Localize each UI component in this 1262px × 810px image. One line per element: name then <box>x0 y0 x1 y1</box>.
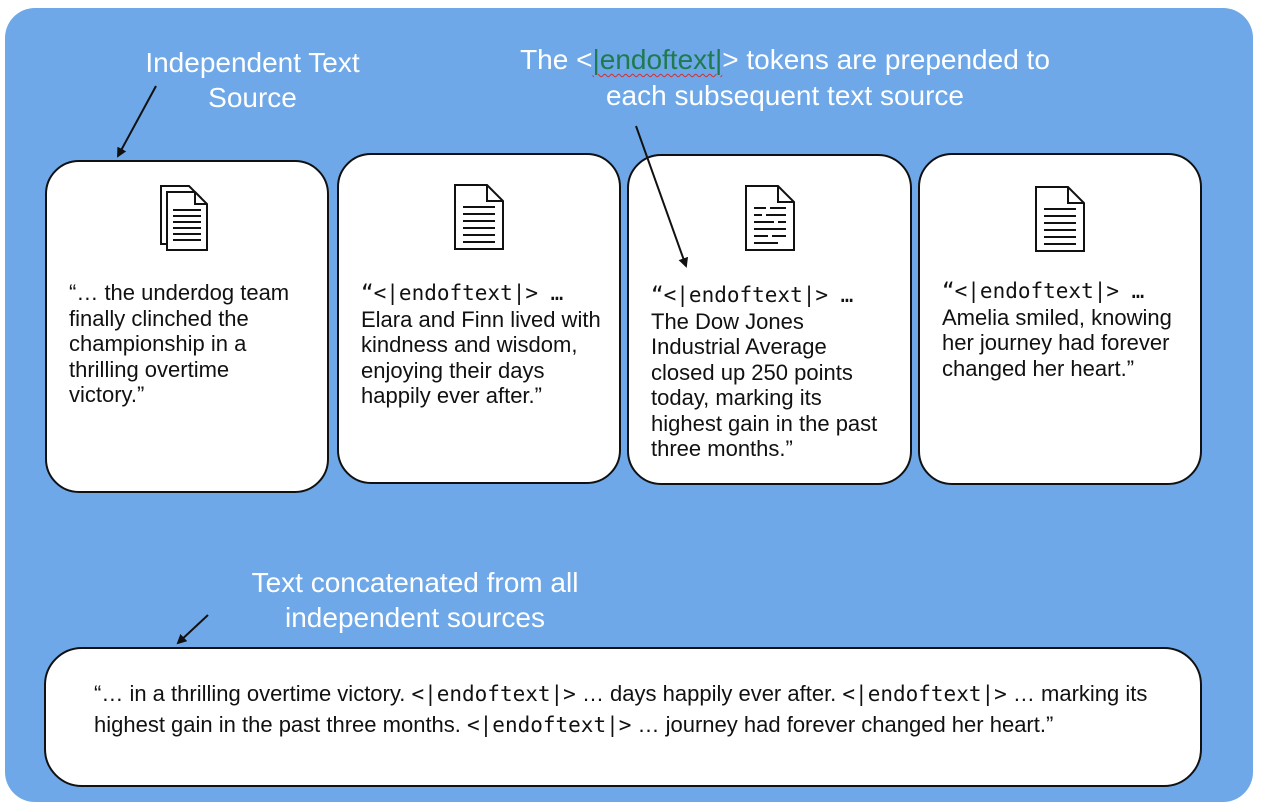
card-3-text: “<|endoftext|> … The Dow Jones Industria… <box>651 283 892 462</box>
card-2-text: “<|endoftext|> … Elara and Finn lived wi… <box>361 281 601 409</box>
card-4-body: Amelia smiled, knowing her journey had f… <box>942 304 1172 381</box>
concat-endoftext-token-3: <|endoftext|> <box>467 712 632 737</box>
concat-endoftext-token-1: <|endoftext|> <box>411 682 576 706</box>
independent-source-label: Independent Text Source <box>145 47 360 113</box>
document-lines-icon <box>742 184 798 257</box>
concatenated-text: “… in a thrilling overtime victory. <|en… <box>94 679 1160 740</box>
concat-part-3: … marking its highest gain in the past t… <box>94 681 1148 737</box>
endoftext-note-suffix: > tokens are prepended to <box>722 44 1050 75</box>
concatenated-text-box: “… in a thrilling overtime victory. <|en… <box>44 647 1202 787</box>
source-card-2: “<|endoftext|> … Elara and Finn lived wi… <box>337 153 621 484</box>
card-4-text: “<|endoftext|> … Amelia smiled, knowing … <box>942 279 1182 381</box>
card-4-endoftext-token: “<|endoftext|> … <box>942 279 1145 303</box>
endoftext-note-line2: each subsequent text source <box>605 80 964 111</box>
card-3-body: The Dow Jones Industrial Average closed … <box>651 308 878 462</box>
source-card-4: “<|endoftext|> … Amelia smiled, knowing … <box>918 153 1202 485</box>
endoftext-note-label: The <|endoftext|> tokens are prepended t… <box>470 42 1100 114</box>
arrow-to-first-card <box>117 85 157 158</box>
concat-endoftext-token-2: <|endoftext|> <box>842 682 1007 706</box>
document-icon <box>451 183 507 256</box>
source-card-1: “… the underdog team finally clinched th… <box>45 160 329 493</box>
concat-part-4: … journey had forever changed her heart.… <box>631 711 1054 737</box>
concat-part-1: “… in a thrilling overtime victory. <box>94 681 412 706</box>
concatenated-label: Text concatenated from all independent s… <box>251 567 579 633</box>
card-2-body: Elara and Finn lived with kindness and w… <box>361 306 601 409</box>
card-2-endoftext-token: “<|endoftext|> … <box>361 281 564 305</box>
document-icon <box>1032 185 1088 258</box>
card-1-text: “… the underdog team finally clinched th… <box>69 280 290 407</box>
endoftext-note-line1: The <|endoftext|> tokens are prepended t… <box>470 42 1100 78</box>
source-card-3: “<|endoftext|> … The Dow Jones Industria… <box>627 154 912 485</box>
card-3-endoftext-token: “<|endoftext|> … <box>651 283 854 307</box>
stacked-documents-icon <box>155 184 219 261</box>
concat-part-2: … days happily ever after. <box>575 681 843 706</box>
endoftext-note-prefix: The < <box>520 44 593 75</box>
endoftext-token-highlight: |endoftext| <box>592 44 723 75</box>
arrow-to-endoftext-token <box>635 125 689 268</box>
arrow-to-concatenated-box <box>176 614 209 645</box>
